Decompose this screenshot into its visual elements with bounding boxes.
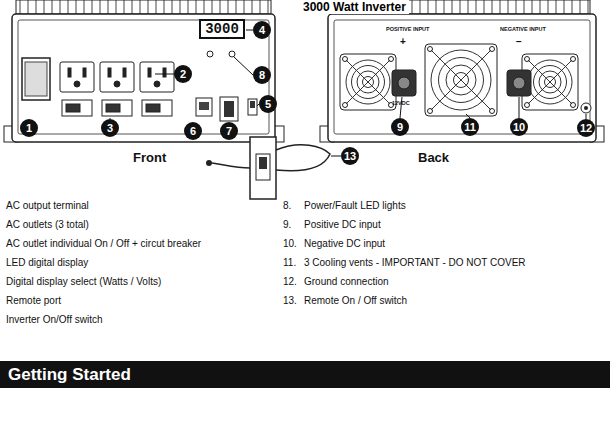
legend-item: 11. [283,257,296,269]
fan-stroke [346,60,390,104]
polarity-sign: − [516,36,522,48]
inverter-switch [224,101,234,117]
node-text: 3000 [205,21,239,37]
view-label: Back [418,151,449,166]
legend-item: Remote On / Off switch [304,295,407,307]
back-panel [334,20,590,134]
fault-led [229,51,235,57]
ac-output-terminal [22,58,50,100]
remote-plug [206,160,212,166]
callout-number: 8 [253,66,271,84]
callout-number: 13 [341,147,359,165]
display-select [250,101,255,108]
callout-number: 2 [174,65,192,83]
fan-stroke [431,50,491,110]
legend-item: 12. [283,276,297,288]
power-led [207,51,213,57]
remote-port [196,98,212,116]
legend-item: Digital display select (Watts / Volts) [6,276,161,288]
fan-stroke [346,60,390,104]
terminal-label: POSITIVE INPUT [386,26,429,32]
title: 3000 Watt Inverter [300,0,409,14]
ground-stud [581,103,591,113]
leader-lines [110,30,259,119]
legend-item: Remote port [6,295,61,307]
remote-cord [276,145,330,171]
legend-item: 10. [283,238,297,250]
legend-item: LED digital display [6,257,88,269]
legend-item: 9. [283,219,291,231]
leader-line [331,156,341,157]
legend-item: AC outlet individual On / Off + circut b… [6,238,201,250]
callout-number: 11 [461,118,479,136]
callout-number: 7 [220,122,238,140]
ac-output-terminal [25,62,47,96]
legend-item: 3 Cooling vents - IMPORTANT - DO NOT COV… [304,257,526,269]
node-text: Getting Started [8,365,131,385]
callout-number: 10 [510,118,528,136]
ground-stud [584,106,588,110]
ac-outlets [60,62,174,92]
legend-item: AC output terminal [6,200,89,212]
section-band: Getting Started [0,361,610,388]
cooling-fins [16,0,271,14]
inverter-switch [220,97,238,121]
fan-stroke [528,60,572,104]
fan-stroke [425,44,497,116]
remote-switch [256,154,270,180]
fan-stroke [528,60,572,104]
callout-number: 6 [184,122,202,140]
back-housing [328,14,596,142]
legend-item: 13. [283,295,297,307]
digital-display: 3000 [199,19,245,39]
remote-cord [212,163,250,168]
callout-number: 12 [577,119,595,137]
fan-stroke [528,60,572,104]
fan-stroke [431,50,491,110]
dc-terminals [392,70,531,96]
terminal-label: 12VDC [392,100,410,106]
fan-stroke [431,50,491,110]
legend-item: Negative DC input [304,238,385,250]
view-label: Front [133,151,166,166]
legend-item: Ground connection [304,276,389,288]
remote-port [199,102,209,110]
front-panel [18,20,269,134]
cooling-fans [340,44,578,116]
legend-item: Power/Fault LED lights [304,200,406,212]
remote-switch [259,157,267,169]
callout-number: 5 [259,95,277,113]
outlet-switches [62,100,172,116]
front-housing [12,14,275,142]
legend-item: Inverter On/Off switch [6,314,103,326]
remote-plate [250,137,276,199]
legend-item: 8. [283,200,291,212]
polarity-sign: + [400,36,406,48]
callout-number: 1 [20,119,38,137]
callout-number: 4 [253,21,271,39]
fan-stroke [346,60,390,104]
legend-item: AC outlets (3 total) [6,219,89,231]
legend-item: Positive DC input [304,219,381,231]
callout-number: 3 [101,119,119,137]
terminal-label: NEGATIVE INPUT [500,26,546,32]
fan-stroke [340,54,396,110]
display-select [248,99,257,115]
leader-lines [400,97,586,119]
callout-number: 9 [391,118,409,136]
